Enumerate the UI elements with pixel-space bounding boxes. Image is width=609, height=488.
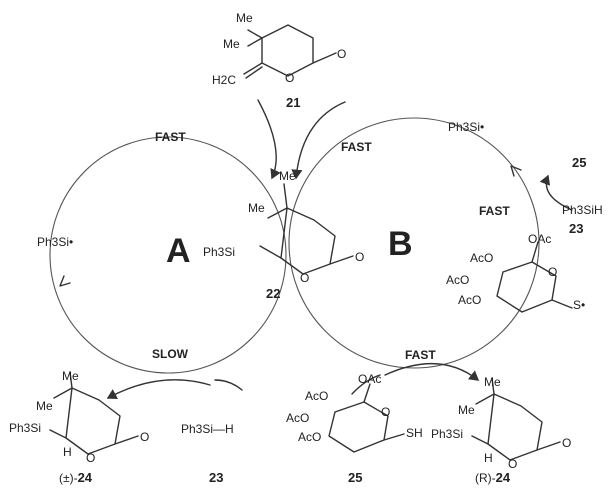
regen-25-label: 25 <box>572 155 586 170</box>
rate-label-fast-a: FAST <box>155 130 186 144</box>
r-24-me-1: Me <box>484 375 501 389</box>
arrow-ph3si-to-22 <box>291 101 346 180</box>
cycle-label-a: A <box>166 232 191 270</box>
compound-22-number: 22 <box>266 286 280 301</box>
arrow-regeneration <box>539 174 573 211</box>
compound-21-me-2: Me <box>223 37 240 51</box>
thiyl-s-radical: S• <box>573 298 585 312</box>
compound-21-ring-o: O <box>285 71 294 85</box>
r-24-ring-o: O <box>508 457 517 471</box>
thiyl-oac: OAc <box>528 232 551 246</box>
thiol-aco-3: AcO <box>298 430 321 444</box>
compound-21-h2c: H2C <box>212 73 236 87</box>
r-24-ph3si: Ph3Si <box>431 427 463 441</box>
cycle-a-arrowhead <box>59 275 71 287</box>
silyl-radical-top-right: Ph3Si• <box>448 120 484 134</box>
rac-24-me-2: Me <box>36 399 53 413</box>
thiyl-aco-3: AcO <box>458 293 481 307</box>
thiyl-aco-1: AcO <box>470 251 493 265</box>
silyl-radical-left: Ph3Si• <box>37 235 73 249</box>
compound-21-structure <box>243 24 337 79</box>
rac-24-ph3si: Ph3Si <box>9 421 41 435</box>
rate-label-fast-b1: FAST <box>341 140 372 154</box>
thiol-aco-2: AcO <box>286 411 309 425</box>
rac-24-carbonyl-o: O <box>140 430 149 444</box>
rate-label-fast-b2: FAST <box>479 204 510 218</box>
arrow-fast-exit <box>384 362 480 381</box>
cycle-label-b: B <box>388 225 413 263</box>
compound-22-ph3si: Ph3Si <box>203 245 235 259</box>
compound-rac-24-structure <box>49 371 139 455</box>
regen-ph3sih: Ph3SiH <box>562 203 603 217</box>
rate-label-slow: SLOW <box>152 347 189 361</box>
cycle-b-circle <box>288 117 540 369</box>
thiyl-aco-2: AcO <box>446 273 469 287</box>
compound-21-carbonyl-o: O <box>337 47 346 61</box>
rac-24-me-1: Me <box>62 369 79 383</box>
silane-ph3si-h: Ph3Si—H <box>181 422 234 436</box>
thiyl-radical-sugar-structure <box>496 241 573 313</box>
r-24-h: H <box>484 451 493 465</box>
arrow-h-abstraction <box>214 379 243 391</box>
compound-22-structure <box>259 183 354 275</box>
thiyl-ring-o: O <box>548 265 557 279</box>
compound-22-me-1: Me <box>279 169 296 183</box>
arrow-21-to-22 <box>257 99 281 180</box>
cycle-b-arrowhead <box>510 165 522 177</box>
r-24-label: (R)-24 <box>475 470 511 485</box>
compound-r-24-structure <box>471 377 561 461</box>
regen-23-label: 23 <box>569 221 583 236</box>
r-24-me-2: Me <box>458 403 475 417</box>
compound-21-number: 21 <box>286 95 300 110</box>
thiol-ring-o: O <box>381 405 390 419</box>
compound-21-me-1: Me <box>236 11 253 25</box>
r-24-carbonyl-o: O <box>562 436 571 450</box>
arrow-sh-in <box>351 374 381 395</box>
compound-22-carbonyl-o: O <box>355 250 364 264</box>
thiol-aco-1: AcO <box>305 389 328 403</box>
thiol-oac: OAc <box>358 372 381 386</box>
thiol-sugar-structure <box>328 383 405 453</box>
rac-24-h: H <box>63 445 72 459</box>
cycle-a-circle <box>49 136 287 374</box>
thiol-25-label: 25 <box>348 470 362 485</box>
rac-24-ring-o: O <box>86 451 95 465</box>
silane-23-label: 23 <box>209 470 223 485</box>
arrow-slow-exit <box>106 379 211 399</box>
rac-24-label: (±)-24 <box>59 470 93 485</box>
rate-label-fast-b3: FAST <box>405 348 436 362</box>
compound-22-me-2: Me <box>248 201 265 215</box>
compound-22-ring-o: O <box>300 271 309 285</box>
thiol-sh: SH <box>406 426 423 440</box>
